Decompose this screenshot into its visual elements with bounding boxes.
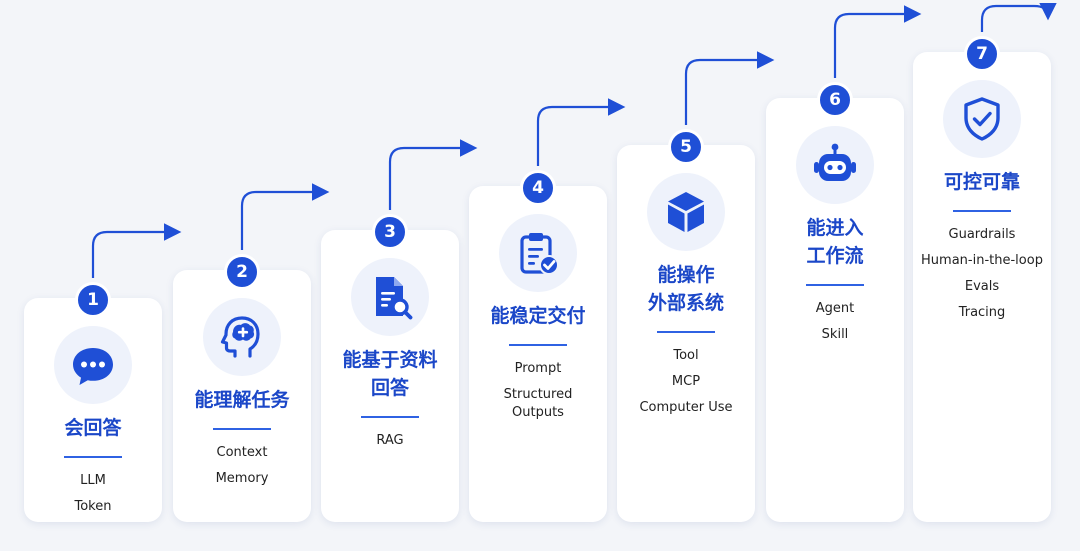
step-item: Evals [964, 279, 1000, 294]
step-card-4: 4 能稳定交付 Prompt Structured Outputs [469, 170, 607, 522]
step-card-1: 1 会回答 LLM Token [24, 282, 162, 522]
step-item: Memory [215, 471, 269, 486]
connector-arrow [980, 2, 1057, 32]
connector-arrow [388, 139, 478, 210]
step-item: Tool [673, 348, 699, 363]
step-item: Human-in-the-loop [921, 253, 1043, 268]
step-number-badge: 1 [75, 282, 111, 318]
step-card-6: 6 能进入 工作流 Agent Skill [766, 82, 904, 522]
chat-bubble-icon [54, 326, 132, 404]
step-item: Agent [815, 301, 855, 316]
step-item: Computer Use [639, 400, 733, 415]
step-item: Skill [821, 327, 849, 342]
robot-icon [796, 126, 874, 204]
step-item: Prompt [514, 361, 562, 376]
connector-arrow [536, 98, 626, 166]
step-number-badge: 4 [520, 170, 556, 206]
step-number-badge: 5 [668, 129, 704, 165]
step-number-badge: 2 [224, 254, 260, 290]
step-title: 可控可靠 [943, 171, 1020, 193]
step-item: Structured Outputs [503, 387, 573, 420]
step-item: Token [74, 499, 112, 514]
clipboard-check-icon [499, 214, 577, 292]
shield-check-icon [943, 80, 1021, 158]
step-card-2: 2 能理解任务 Context Memory [173, 254, 311, 522]
divider [657, 331, 715, 333]
step-item: LLM [80, 473, 106, 488]
connector-arrow [240, 183, 330, 250]
divider [361, 416, 419, 418]
divider [64, 456, 122, 458]
step-item: Tracing [958, 305, 1006, 320]
brain-head-icon [203, 298, 281, 376]
step-item: Guardrails [948, 227, 1016, 242]
step-number-badge: 3 [372, 214, 408, 250]
step-title: 能理解任务 [194, 389, 290, 411]
cube-icon [647, 173, 725, 251]
step-number-badge: 6 [817, 82, 853, 118]
connector-arrow [91, 223, 182, 278]
divider [953, 210, 1011, 212]
divider [509, 344, 567, 346]
step-item: Context [216, 445, 268, 460]
divider [806, 284, 864, 286]
step-title: 能基于资料 回答 [342, 349, 438, 399]
step-item: MCP [671, 374, 701, 389]
divider [213, 428, 271, 430]
step-title: 能进入 工作流 [806, 217, 864, 267]
connector-arrow [684, 51, 775, 125]
step-card-7: 7 可控可靠 Guardrails Human-in-the-loop Eval… [913, 36, 1051, 522]
document-search-icon [351, 258, 429, 336]
step-card-5: 5 能操作 外部系统 Tool MCP Computer Use [617, 129, 755, 522]
step-title: 能操作 外部系统 [647, 264, 724, 314]
step-item: RAG [376, 433, 404, 448]
connector-arrow [833, 5, 922, 78]
step-number-badge: 7 [964, 36, 1000, 72]
step-title: 能稳定交付 [490, 305, 586, 327]
step-title: 会回答 [64, 417, 122, 439]
step-card-3: 3 能基于资料 回答 RAG [321, 214, 459, 522]
